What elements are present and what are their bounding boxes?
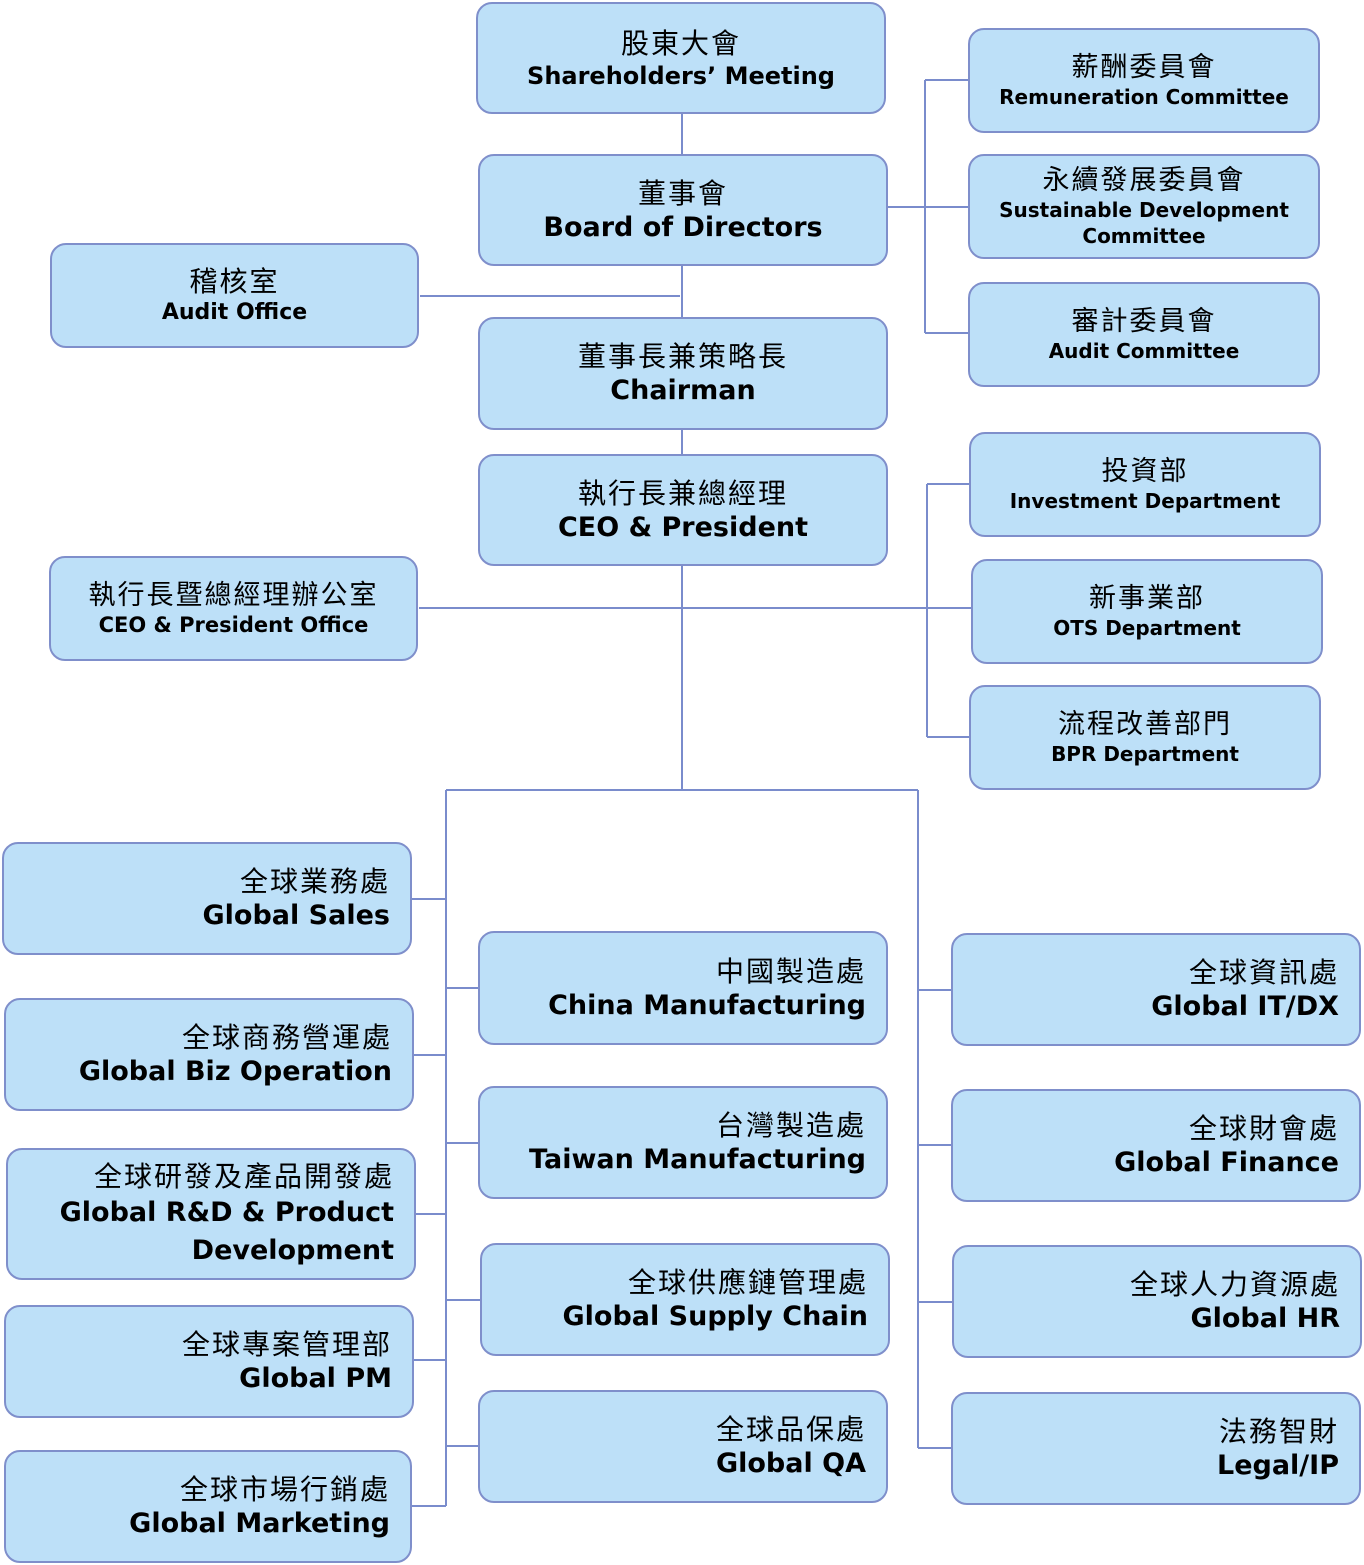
node-zh: 股東大會 <box>620 26 741 60</box>
node-zh: 新事業部 <box>1089 583 1205 615</box>
node-en: Chairman <box>610 375 756 407</box>
node-zh: 台灣製造處 <box>715 1109 866 1143</box>
node-zh: 審計委員會 <box>1071 306 1217 338</box>
sustainable-development-committee-box: 永續發展委員會 Sustainable Development Committe… <box>968 154 1320 259</box>
node-zh: 全球研發及產品開發處 <box>93 1159 394 1193</box>
node-zh: 全球供應鏈管理處 <box>627 1266 868 1300</box>
node-en: Remuneration Committee <box>999 84 1289 109</box>
node-en: Investment Department <box>1009 488 1281 513</box>
legal-ip-box: 法務智財 Legal/IP <box>951 1392 1361 1505</box>
node-en: Legal/IP <box>1216 1450 1339 1482</box>
node-en: Global Sales <box>202 900 390 932</box>
node-zh: 全球專案管理部 <box>181 1328 392 1362</box>
bpr-department-box: 流程改善部門 BPR Department <box>969 685 1321 790</box>
ots-department-box: 新事業部 OTS Department <box>971 559 1323 664</box>
china-manufacturing-box: 中國製造處 China Manufacturing <box>478 931 888 1045</box>
node-en: Global QA <box>715 1448 866 1480</box>
board-of-directors-box: 董事會 Board of Directors <box>478 154 888 266</box>
node-en: Shareholders’ Meeting <box>527 61 835 90</box>
node-en: Board of Directors <box>543 211 823 243</box>
node-zh: 董事會 <box>637 176 728 210</box>
chairman-box: 董事長兼策略長 Chairman <box>478 317 888 430</box>
global-rd-box: 全球研發及產品開發處 Global R&D & Product Developm… <box>6 1148 416 1280</box>
node-zh: 全球人力資源處 <box>1129 1268 1340 1302</box>
node-zh: 流程改善部門 <box>1058 709 1232 741</box>
node-en: Audit Office <box>161 300 308 326</box>
global-sales-box: 全球業務處 Global Sales <box>2 842 412 955</box>
node-zh: 稽核室 <box>189 265 280 299</box>
investment-department-box: 投資部 Investment Department <box>969 432 1321 537</box>
global-hr-box: 全球人力資源處 Global HR <box>952 1245 1362 1358</box>
node-en: Taiwan Manufacturing <box>529 1144 866 1176</box>
ceo-box: 執行長兼總經理 CEO & President <box>478 454 888 566</box>
node-zh: 執行長兼總經理 <box>577 476 788 510</box>
global-biz-operation-box: 全球商務營運處 Global Biz Operation <box>4 998 414 1111</box>
node-en: Global Supply Chain <box>562 1301 868 1333</box>
node-en: Sustainable Development Committee <box>999 198 1289 249</box>
node-en: China Manufacturing <box>548 989 866 1021</box>
node-zh: 董事長兼策略長 <box>577 340 788 374</box>
remuneration-committee-box: 薪酬委員會 Remuneration Committee <box>968 28 1320 133</box>
node-zh: 全球商務營運處 <box>181 1021 392 1055</box>
node-en: BPR Department <box>1051 741 1239 766</box>
node-zh: 法務智財 <box>1218 1415 1339 1449</box>
shareholders-meeting-box: 股東大會 Shareholders’ Meeting <box>476 2 886 114</box>
taiwan-manufacturing-box: 台灣製造處 Taiwan Manufacturing <box>478 1086 888 1199</box>
global-qa-box: 全球品保處 Global QA <box>478 1390 888 1503</box>
node-en: Global R&D & Product Development <box>59 1196 394 1266</box>
node-en: Global IT/DX <box>1151 991 1339 1023</box>
node-en: Global HR <box>1190 1303 1340 1335</box>
node-zh: 永續發展委員會 <box>1042 164 1246 196</box>
node-en: OTS Department <box>1053 615 1241 640</box>
audit-committee-box: 審計委員會 Audit Committee <box>968 282 1320 387</box>
global-it-box: 全球資訊處 Global IT/DX <box>951 933 1361 1046</box>
global-finance-box: 全球財會處 Global Finance <box>951 1089 1361 1202</box>
node-en: Audit Committee <box>1048 338 1240 363</box>
node-zh: 執行長暨總經理辦公室 <box>88 579 379 611</box>
node-zh: 薪酬委員會 <box>1071 52 1217 84</box>
node-en: Global Finance <box>1114 1147 1339 1179</box>
node-en: CEO & President Office <box>98 613 369 638</box>
node-en: Global Biz Operation <box>78 1056 392 1088</box>
node-zh: 全球資訊處 <box>1188 956 1339 990</box>
global-pm-box: 全球專案管理部 Global PM <box>4 1305 414 1418</box>
node-zh: 全球財會處 <box>1188 1112 1339 1146</box>
node-en: Global PM <box>239 1363 392 1395</box>
ceo-office-box: 執行長暨總經理辦公室 CEO & President Office <box>49 556 418 661</box>
node-en: Global Marketing <box>129 1508 390 1540</box>
global-marketing-box: 全球市場行銷處 Global Marketing <box>4 1450 412 1563</box>
node-en: CEO & President <box>557 511 809 543</box>
node-zh: 全球市場行銷處 <box>179 1473 390 1507</box>
node-zh: 全球品保處 <box>715 1413 866 1447</box>
node-zh: 中國製造處 <box>715 954 866 988</box>
node-zh: 全球業務處 <box>239 865 390 899</box>
audit-office-box: 稽核室 Audit Office <box>50 243 419 348</box>
node-zh: 投資部 <box>1101 456 1189 488</box>
global-supply-chain-box: 全球供應鏈管理處 Global Supply Chain <box>480 1243 890 1356</box>
